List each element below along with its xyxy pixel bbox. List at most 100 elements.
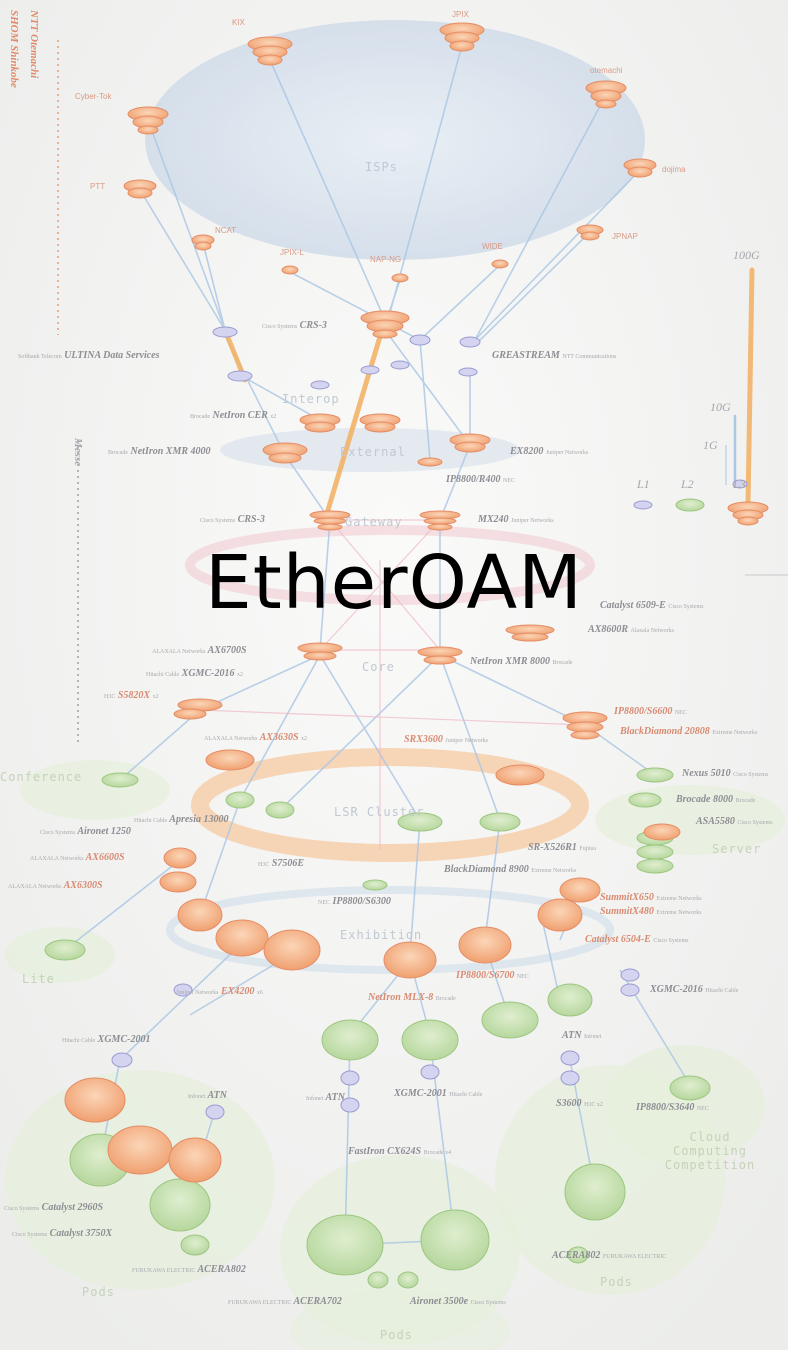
- legend-l1: L1: [637, 477, 650, 491]
- device-label: ALAXALA Networks AX6600S: [30, 852, 125, 863]
- device-label: BlackDiamond 20808 Extreme Networks: [620, 726, 758, 737]
- zone-label-pods-center: Pods: [380, 1328, 413, 1342]
- router-icon: [391, 273, 409, 283]
- router-icon: [417, 457, 443, 467]
- device-label: IP8800/R400 NEC: [446, 474, 515, 485]
- router-icon: [127, 106, 169, 135]
- device-label: Brocade NetIron XMR 4000: [108, 446, 211, 457]
- zone-label-conference: Conference: [0, 770, 83, 784]
- legend-l3-node: [727, 501, 769, 526]
- router-icon: [299, 413, 341, 433]
- exhibition-routers: [64, 749, 681, 1183]
- device-label: SummitX480 Extreme Networks: [600, 906, 702, 917]
- zone-label-pods-left: Pods: [82, 1285, 115, 1299]
- zone-label-external: External: [340, 445, 406, 459]
- site-label: JPNAP: [612, 232, 638, 241]
- device-label: SRX3600 Juniper Networks: [404, 734, 488, 745]
- device-label: Cisco Systems Aironet 1250: [40, 826, 131, 837]
- cloud-competition-cloud: [605, 1045, 765, 1165]
- device-label: Infonet ATN: [306, 1092, 345, 1103]
- device-label: Cisco Systems Catalyst 3750X: [12, 1228, 113, 1239]
- zone-label-lite: Lite: [22, 972, 55, 986]
- device-label: Juniper Networks EX4200 x6: [176, 986, 263, 997]
- router-icon: [562, 711, 608, 740]
- device-label: ASA5580 Cisco Systems: [696, 816, 773, 827]
- site-label: NAP-NG: [370, 255, 402, 264]
- legend-1g: 1G: [703, 438, 718, 452]
- legend-l1-node: [633, 500, 653, 510]
- legend-l2: L2: [681, 477, 694, 491]
- device-label: SummitX650 Extreme Networks: [600, 892, 702, 903]
- device-label: XGMC-2001 Hitachi Cable: [394, 1088, 483, 1099]
- device-label: Nexus 5010 Cisco Systems: [682, 768, 769, 779]
- legend-10g: 10G: [710, 400, 731, 414]
- zone-label-core: Core: [362, 660, 395, 674]
- device-label: ACERA802 FURUKAWA ELECTRIC: [552, 1250, 667, 1261]
- device-label: Infonet ATN: [188, 1090, 227, 1101]
- router-icon: [360, 310, 410, 339]
- device-label: BlackDiamond 8900 Extreme Networks: [444, 864, 577, 875]
- device-label: Cisco Systems CRS-3: [200, 514, 265, 525]
- device-label: MX240 Juniper Networks: [478, 514, 554, 525]
- router-icon: [576, 224, 604, 241]
- router-icon: [123, 179, 157, 199]
- legend-l2-node: [675, 498, 705, 512]
- router-icon: [585, 80, 627, 109]
- core-zone-ring: [185, 525, 595, 605]
- router-icon: [449, 433, 491, 453]
- zone-label-gateway: Gateway: [345, 515, 403, 529]
- zone-label-server: Server: [712, 842, 762, 856]
- device-label: XGMC-2016 Hitachi Cable: [650, 984, 739, 995]
- device-label: Brocade 8000 Brocade: [676, 794, 756, 805]
- router-icon: [419, 510, 461, 531]
- device-label: Hitachi Cable XGMC-2016 x2: [146, 668, 243, 679]
- legend-l3: L3: [733, 477, 746, 491]
- links: [64, 44, 691, 1246]
- device-label: FURUKAWA ELECTRIC ACERA702: [228, 1296, 342, 1307]
- device-label: NetIron MLX-8 Brocade: [368, 992, 456, 1003]
- device-label: IP8800/S6600 NEC: [614, 706, 687, 717]
- site-label: WIDE: [482, 242, 503, 251]
- device-label: ALAXALA Networks AX3630S x2: [204, 732, 308, 743]
- device-label: EX8200 Juniper Networks: [510, 446, 589, 457]
- device-label: Catalyst 6504-E Cisco Systems: [585, 934, 689, 945]
- page-title: EtherOAM: [204, 540, 584, 626]
- router-icon: [262, 442, 308, 464]
- router-icon: [439, 22, 485, 52]
- device-label: Aironet 3500e Cisco Systems: [410, 1296, 506, 1307]
- device-label: Catalyst 6509-E Cisco Systems: [600, 600, 704, 611]
- device-label: Hitachi Cable Apresia 13000: [134, 814, 229, 825]
- router-icon: [191, 234, 215, 251]
- device-label: AX8600R Alaxala Networks: [588, 624, 675, 635]
- mpls-links: [199, 519, 586, 850]
- sponsor-label-top: NTT Otemachi: [28, 10, 40, 79]
- router-icon: [623, 158, 657, 178]
- lsr-zone-ring: [191, 748, 589, 862]
- zone-label-exhibition: Exhibition: [340, 928, 423, 942]
- device-label: ATN Infonet: [562, 1030, 602, 1041]
- isp-routers: [123, 22, 657, 283]
- sponsor-label-bottom: SHOM Shinkobe: [8, 10, 20, 88]
- device-label: ALAXALA Networks AX6700S: [152, 645, 247, 656]
- l1-nodes: [111, 326, 748, 1120]
- router-icon: [297, 642, 343, 661]
- router-icon: [491, 259, 509, 269]
- legend-100g: 100G: [733, 248, 760, 262]
- device-label: SR-X526R1 Fujitsu: [528, 842, 597, 853]
- conference-cloud: [20, 760, 170, 820]
- site-label: Cyber-Tok: [75, 92, 112, 101]
- device-label: Cisco Systems Catalyst 2960S: [4, 1202, 104, 1213]
- device-label: NEC IP8800/S6300: [318, 896, 391, 907]
- router-icon: [281, 265, 299, 275]
- site-label: KIX: [232, 18, 245, 27]
- device-label: Softbank Telecom ULTINA Data Services: [18, 350, 160, 361]
- zone-label-interop: Interop: [282, 392, 340, 406]
- zone-label-cloud: Cloud Computing Competition: [664, 1130, 756, 1172]
- site-label: JPIX: [452, 10, 469, 19]
- device-label: NetIron XMR 8000 Brocade: [470, 656, 573, 667]
- router-icon: [247, 36, 293, 66]
- pods-left-cloud: [5, 1070, 275, 1290]
- zone-label-isps: ISPs: [365, 160, 398, 174]
- site-label: PTT: [90, 182, 106, 191]
